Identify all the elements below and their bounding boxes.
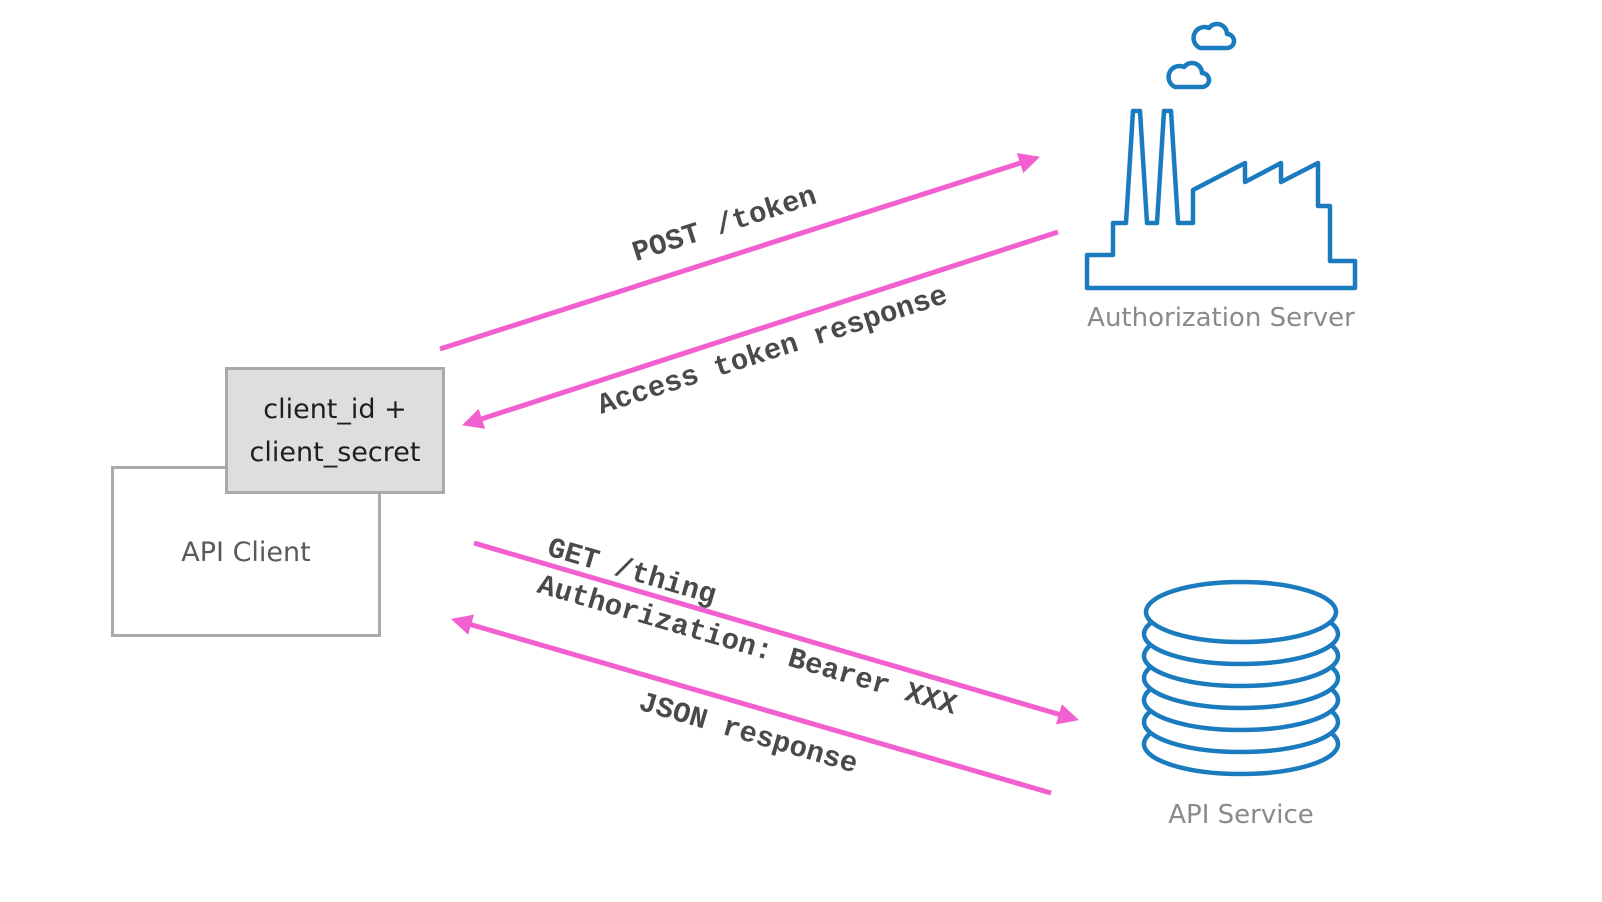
- cloud-icon: [1166, 60, 1212, 90]
- access-token-response-arrow: [462, 229, 1059, 429]
- json-response-label: JSON response: [635, 686, 861, 781]
- database-icon: [1141, 579, 1341, 777]
- api-service-label: API Service: [1168, 800, 1314, 830]
- json-response-arrow: [450, 614, 1052, 796]
- api-client-node: API Client: [111, 466, 381, 637]
- client-id-label: client_id +: [263, 393, 407, 425]
- authorization-header-label: Authorization: Bearer XXX: [533, 569, 960, 723]
- post-token-arrow: [439, 153, 1040, 352]
- client-secret-label: client_secret: [249, 436, 421, 468]
- api-client-label: API Client: [181, 537, 311, 568]
- client-credentials-node: client_id + client_secret: [225, 367, 445, 494]
- get-thing-arrow: [473, 540, 1080, 725]
- access-token-response-label: Access token response: [594, 279, 952, 422]
- factory-icon: [1084, 21, 1358, 291]
- cloud-icon: [1191, 21, 1237, 51]
- authorization-server-label: Authorization Server: [1087, 303, 1355, 333]
